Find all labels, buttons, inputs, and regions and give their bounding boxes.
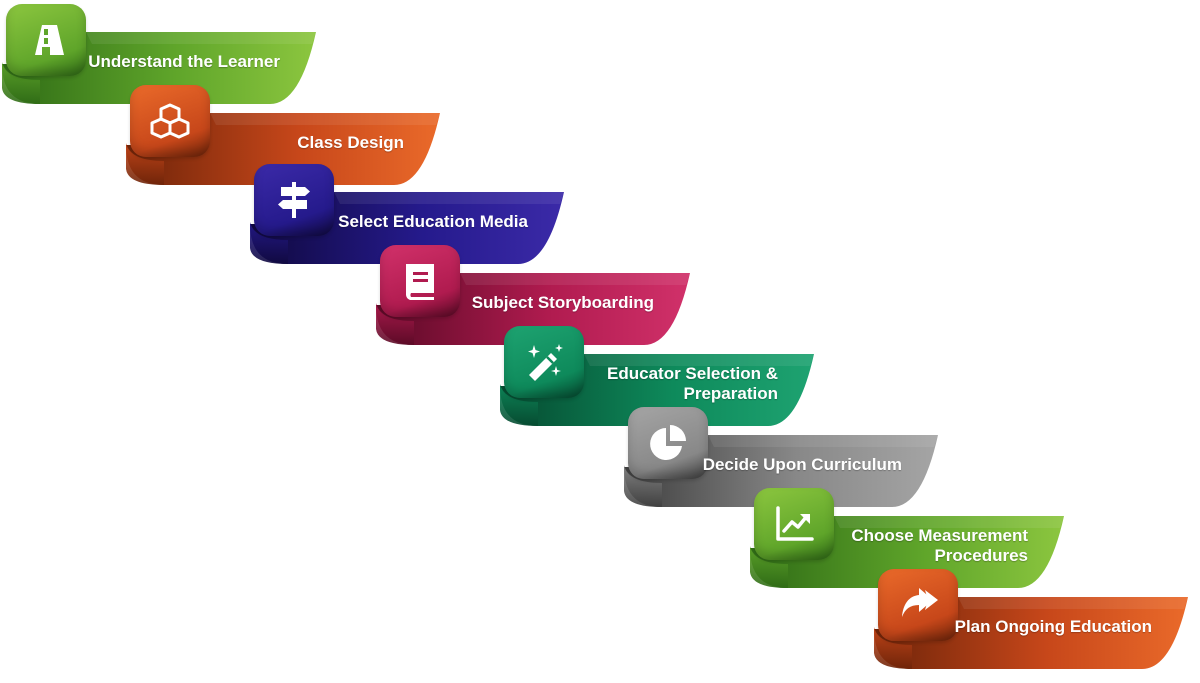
step-label: Class Design bbox=[297, 133, 404, 152]
step-icon-tab bbox=[380, 245, 460, 317]
step-icon-tab bbox=[878, 569, 958, 641]
process-step: Select Education Media bbox=[248, 162, 566, 274]
road-icon bbox=[35, 25, 64, 55]
step-icon-tab bbox=[628, 407, 708, 479]
process-step: Class Design bbox=[124, 83, 442, 195]
cubes-icon bbox=[150, 103, 190, 139]
step-label: Subject Storyboarding bbox=[471, 293, 654, 312]
share-arrow-icon bbox=[902, 588, 938, 617]
step-icon-tab bbox=[6, 4, 86, 76]
magic-wand-icon bbox=[528, 344, 563, 381]
step-icon-tab bbox=[754, 488, 834, 560]
process-step: Subject Storyboarding bbox=[374, 243, 692, 355]
process-step: Understand the Learner bbox=[0, 2, 318, 114]
step-label: Understand the Learner bbox=[88, 52, 280, 71]
step-label: Educator Selection & Preparation bbox=[607, 364, 778, 403]
process-step: Plan Ongoing Education bbox=[872, 567, 1190, 679]
line-chart-icon bbox=[776, 506, 814, 541]
step-icon-tab bbox=[504, 326, 584, 398]
book-icon bbox=[406, 264, 434, 300]
pie-chart-icon bbox=[650, 425, 686, 460]
process-step: Educator Selection & Preparation bbox=[498, 324, 816, 436]
step-label: Decide Upon Curriculum bbox=[702, 455, 902, 474]
step-label: Plan Ongoing Education bbox=[954, 617, 1152, 636]
step-label: Choose Measurement Procedures bbox=[851, 526, 1028, 565]
process-step: Choose Measurement Procedures bbox=[748, 486, 1066, 598]
process-step: Decide Upon Curriculum bbox=[622, 405, 940, 517]
step-label: Select Education Media bbox=[338, 212, 528, 231]
step-icon-tab bbox=[130, 85, 210, 157]
signpost-icon bbox=[278, 182, 310, 218]
step-icon-tab bbox=[254, 164, 334, 236]
